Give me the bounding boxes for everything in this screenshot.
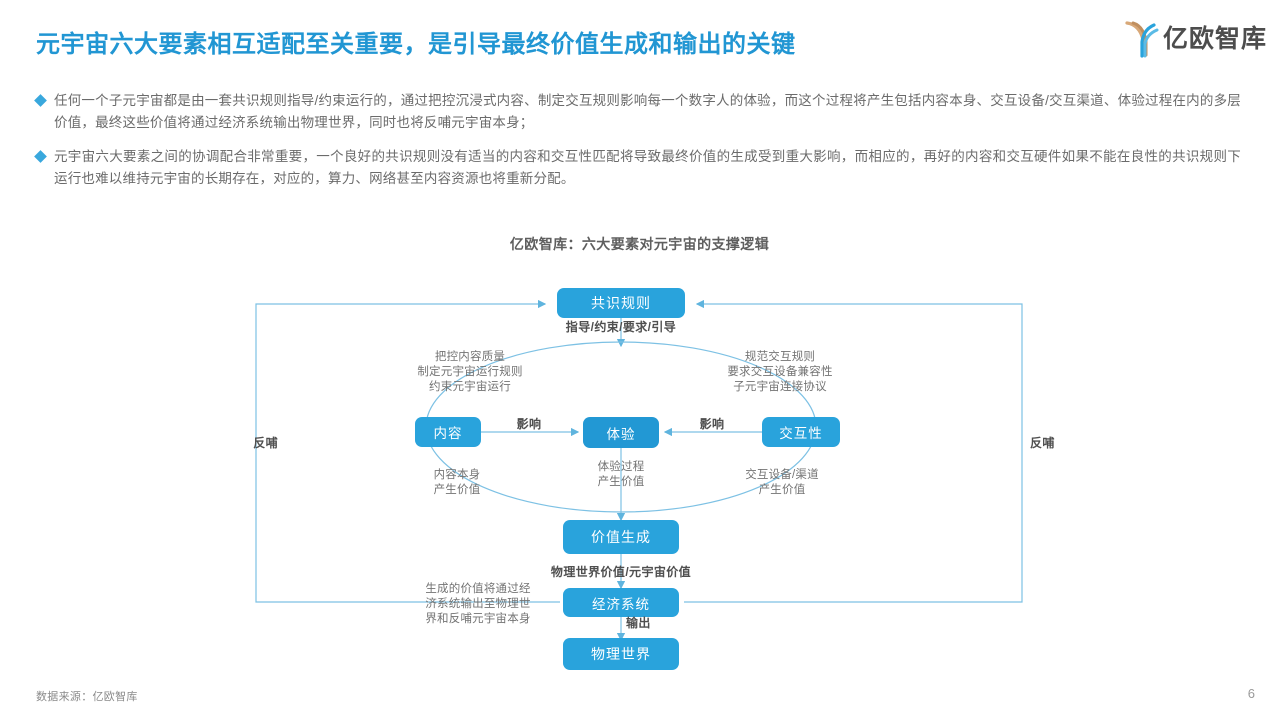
diamond-bullet-icon: [34, 150, 47, 163]
edge-label-guide: 指导/约束/要求/引导: [565, 320, 677, 334]
node-content[interactable]: 内容: [415, 417, 481, 447]
node-label: 交互性: [779, 426, 823, 441]
annotation-interaction-rules: 规范交互规则 要求交互设备兼容性 子元宇宙连接协议: [727, 351, 833, 393]
data-source-text: 数据来源：亿欧智库: [36, 691, 138, 703]
annotation-content-value: 内容本身 产生价值: [433, 469, 481, 496]
bullet-text: 元宇宙六大要素之间的协调配合非常重要，一个良好的共识规则没有适当的内容和交互性匹…: [54, 149, 1241, 186]
edge-label-feedback-left: 反哺: [253, 436, 278, 450]
edge-label-influence-right: 影响: [699, 417, 725, 431]
page-number: 6: [1247, 686, 1255, 701]
yiou-logo-icon: [1123, 20, 1159, 58]
node-economic-system[interactable]: 经济系统: [563, 588, 679, 617]
node-label: 共识规则: [591, 295, 651, 311]
chart-title: 亿欧智库：六大要素对元宇宙的支撑逻辑: [509, 236, 770, 252]
node-consensus[interactable]: 共识规则: [557, 288, 685, 318]
bullet-text: 任何一个子元宇宙都是由一套共识规则指导/约束运行的，通过把控沉浸式内容、制定交互…: [54, 93, 1241, 130]
node-interactivity[interactable]: 交互性: [762, 417, 840, 447]
edge-label-feedback-right: 反哺: [1030, 436, 1055, 450]
edge-label-output: 输出: [626, 616, 651, 630]
diamond-bullet-icon: [34, 94, 47, 107]
edge-label-value-type: 物理世界价值/元宇宙价值: [550, 565, 692, 579]
support-logic-diagram: 共识规则 内容 体验 交互性 价值生成 经济系统 物理世界 指导/约束/要求/引…: [0, 262, 1279, 674]
node-label: 体验: [606, 426, 636, 442]
page-title: 元宇宙六大要素相互适配至关重要，是引导最终价值生成和输出的关键: [36, 31, 796, 58]
node-experience[interactable]: 体验: [583, 417, 659, 448]
node-label: 经济系统: [592, 596, 650, 612]
annotation-interaction-value: 交互设备/渠道 产生价值: [745, 469, 819, 496]
annotation-experience-value: 体验过程 产生价值: [597, 461, 645, 488]
bullet-item: 任何一个子元宇宙都是由一套共识规则指导/约束运行的，通过把控沉浸式内容、制定交互…: [34, 90, 1241, 134]
node-label: 内容: [433, 426, 463, 441]
annotation-economic-output: 生成的价值将通过经 济系统输出至物理世 界和反哺元宇宙本身: [425, 583, 531, 625]
annotation-content-rules: 把控内容质量 制定元宇宙运行规则 约束元宇宙运行: [417, 351, 523, 393]
bullet-item: 元宇宙六大要素之间的协调配合非常重要，一个良好的共识规则没有适当的内容和交互性匹…: [34, 146, 1241, 190]
node-physical-world[interactable]: 物理世界: [563, 638, 679, 670]
edge-label-influence-left: 影响: [516, 417, 542, 431]
brand-logo: 亿欧智库: [1123, 20, 1267, 58]
node-value-generation[interactable]: 价值生成: [563, 520, 679, 554]
node-label: 价值生成: [591, 529, 651, 545]
brand-wordmark: 亿欧智库: [1162, 24, 1267, 53]
node-label: 物理世界: [591, 646, 651, 662]
